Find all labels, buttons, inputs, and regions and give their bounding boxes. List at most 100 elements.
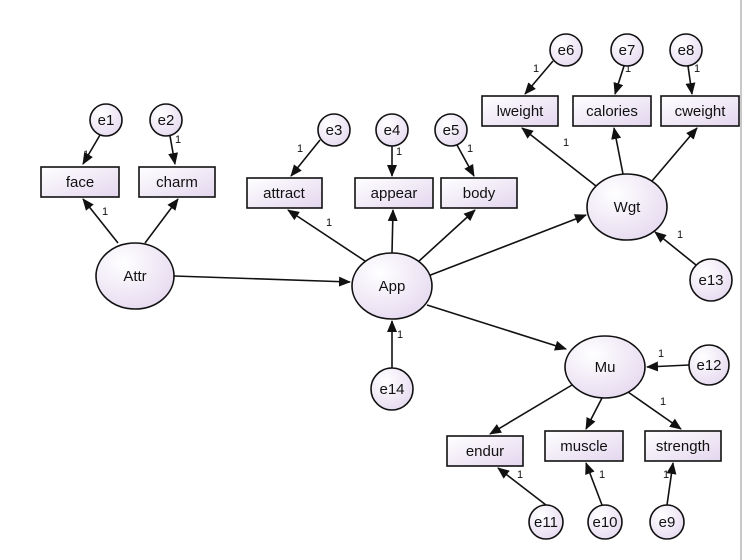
edge-e9-strength [666, 462, 677, 506]
edge-e12-mu [646, 361, 690, 372]
observed-strength[interactable]: strength [644, 430, 722, 462]
edge-e11-endur [497, 467, 547, 506]
observed-calories[interactable]: calories [572, 95, 652, 127]
observed-endur[interactable]: endur [446, 435, 524, 467]
edge-mu-muscle [585, 397, 603, 430]
edge-e1-face [82, 134, 101, 165]
observed-body[interactable]: body [440, 177, 518, 209]
error-e3[interactable]: e3 [317, 113, 351, 147]
observed-charm-label: charm [156, 174, 198, 191]
observed-appear[interactable]: appear [354, 177, 434, 209]
edge-attr-face [82, 198, 119, 244]
edge-mu-endur [489, 384, 573, 435]
error-e9-label: e9 [659, 514, 676, 531]
edge-wgt-lweight-weight-label: 1 [563, 137, 569, 149]
error-e2-label: e2 [158, 112, 175, 129]
edge-e7-calories-weight-label: 1 [625, 63, 631, 75]
edge-app-attract-weight-label: 1 [326, 217, 332, 229]
error-e12-label: e12 [696, 357, 721, 374]
latent-mu[interactable]: Mu [564, 335, 646, 399]
error-e9[interactable]: e9 [649, 504, 685, 540]
edge-e5-body [456, 144, 475, 177]
edge-app-body [417, 209, 476, 263]
edge-e3-attract [290, 139, 321, 177]
error-e8-label: e8 [678, 42, 695, 59]
observed-cweight[interactable]: cweight [660, 95, 740, 127]
edge-e10-muscle-weight-label: 1 [599, 469, 605, 481]
error-e10[interactable]: e10 [587, 504, 623, 540]
error-e1-label: e1 [98, 112, 115, 129]
edge-e6-lweight [524, 60, 554, 95]
error-e14[interactable]: e14 [370, 367, 414, 411]
observed-calories-label: calories [586, 103, 638, 120]
latent-attr-label: Attr [123, 268, 146, 285]
latent-wgt-label: Wgt [614, 199, 642, 216]
observed-lweight[interactable]: lweight [481, 95, 559, 127]
latent-wgt[interactable]: Wgt [586, 173, 668, 241]
edge-mu-strength-weight-label: 1 [660, 396, 666, 408]
edge-e6-lweight-weight-label: 1 [533, 63, 539, 75]
error-e6-label: e6 [558, 42, 575, 59]
edge-wgt-cweight [651, 127, 698, 182]
edge-e2-charm [168, 135, 178, 165]
error-e1[interactable]: e1 [89, 103, 123, 137]
error-e11[interactable]: e11 [528, 504, 564, 540]
edge-app-mu [426, 304, 567, 351]
error-e14-label: e14 [379, 381, 404, 398]
observed-attract[interactable]: attract [246, 177, 323, 209]
edge-e11-endur-weight-label: 1 [517, 469, 523, 481]
edge-attr-app [173, 275, 351, 287]
edge-e2-charm-weight-label: 1 [175, 134, 181, 146]
observed-face[interactable]: face [40, 166, 120, 198]
error-e13[interactable]: e13 [689, 258, 733, 302]
edge-e13-wgt-weight-label: 1 [677, 229, 683, 241]
error-e7[interactable]: e7 [610, 33, 644, 67]
edge-app-appear [387, 209, 398, 254]
latent-mu-label: Mu [595, 359, 616, 376]
error-e5[interactable]: e5 [434, 113, 468, 147]
error-e12[interactable]: e12 [688, 344, 730, 386]
observed-muscle-label: muscle [560, 438, 608, 455]
error-e10-label: e10 [592, 514, 617, 531]
error-e5-label: e5 [443, 122, 460, 139]
edge-e13-wgt [654, 231, 697, 266]
edge-e14-app-weight-label: 1 [397, 329, 403, 341]
edge-app-wgt [427, 214, 587, 277]
observed-strength-label: strength [656, 438, 710, 455]
latent-app[interactable]: App [351, 252, 433, 320]
edge-e10-muscle [585, 462, 603, 506]
edge-e12-mu-weight-label: 1 [658, 348, 664, 360]
observed-muscle[interactable]: muscle [544, 430, 624, 462]
observed-endur-label: endur [466, 443, 504, 460]
edge-attr-face-weight-label: 1 [102, 206, 108, 218]
edge-e5-body-weight-label: 1 [467, 143, 473, 155]
latent-attr[interactable]: Attr [95, 242, 175, 310]
edge-e8-cweight [685, 65, 696, 95]
error-e4-label: e4 [384, 122, 401, 139]
edge-attr-charm [144, 198, 179, 244]
error-e11-label: e11 [534, 514, 558, 531]
edge-e7-calories [613, 65, 625, 95]
edge-wgt-calories [611, 127, 624, 175]
error-e4[interactable]: e4 [375, 113, 409, 147]
observed-appear-label: appear [371, 185, 418, 202]
error-e7-label: e7 [619, 42, 636, 59]
edge-e1-face-weight-label: 1 [83, 149, 89, 161]
observed-body-label: body [463, 185, 496, 202]
edge-mu-strength [627, 391, 682, 430]
error-e6[interactable]: e6 [549, 33, 583, 67]
edge-e8-cweight-weight-label: 1 [694, 63, 700, 75]
edge-e4-appear-weight-label: 1 [396, 146, 402, 158]
error-e13-label: e13 [698, 272, 723, 289]
observed-attract-label: attract [263, 185, 306, 202]
observed-cweight-label: cweight [675, 103, 727, 120]
error-e8[interactable]: e8 [669, 33, 703, 67]
error-e2[interactable]: e2 [149, 103, 183, 137]
edge-app-attract [287, 209, 366, 262]
error-e3-label: e3 [326, 122, 343, 139]
nodes-layer: Attr App Wgt Mu face charm attract [40, 33, 740, 540]
observed-face-label: face [66, 174, 94, 191]
observed-charm[interactable]: charm [138, 166, 216, 198]
